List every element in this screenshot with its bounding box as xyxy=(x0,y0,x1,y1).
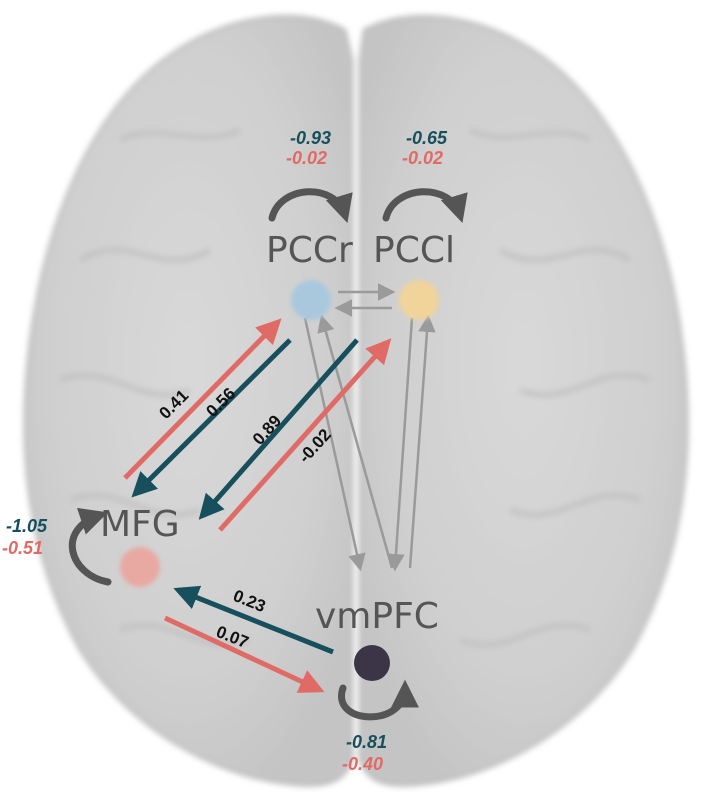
vmpfc-label: vmPFC xyxy=(315,596,439,637)
pccr-self-loop xyxy=(268,188,353,224)
mfg-label: MFG xyxy=(100,504,180,545)
pccr-self-coral-value: -0.02 xyxy=(286,148,327,168)
vmpfc-node xyxy=(354,645,390,681)
pccr-to-mfg-arrow xyxy=(131,338,292,498)
pccr-node xyxy=(291,280,331,320)
pccl-to-mfg-arrow xyxy=(198,338,359,520)
pccr-to-vmpfc-arrow xyxy=(303,317,366,572)
vmpfc-self-coral-value: -0.40 xyxy=(342,754,383,774)
vmpfc-to-mfg-arrow xyxy=(173,585,334,655)
left-hemisphere xyxy=(23,14,354,787)
pccl-self-teal-value: -0.65 xyxy=(406,128,448,148)
vmpfc-self-loop xyxy=(338,679,419,721)
mfg-node xyxy=(120,547,160,587)
mfg-self-loop xyxy=(68,507,112,586)
vmpfc-self-teal-value: -0.81 xyxy=(346,732,387,752)
pccl-label: PCCl xyxy=(373,230,455,271)
significant-connections xyxy=(123,318,392,693)
vmpfc-to-pccl-arrow xyxy=(408,314,436,569)
pccl-to-vmpfc-arrow xyxy=(387,317,414,572)
nodes xyxy=(120,280,439,681)
pccl-self-loop xyxy=(382,188,468,224)
vmpfc-to-pccr-arrow xyxy=(317,314,394,569)
pccr-label: PCCr xyxy=(266,230,353,271)
self-loops xyxy=(68,188,468,721)
gray-connections xyxy=(303,283,436,572)
mfg-to-vmpfc-arrow xyxy=(163,615,325,693)
mfg-to-pccr-arrow xyxy=(123,318,282,480)
mfg-self-coral-value: -0.51 xyxy=(2,538,43,558)
mfg-self-teal-value: -1.05 xyxy=(6,516,48,536)
mfg-to-pccl-arrow xyxy=(218,338,392,532)
pccl-self-coral-value: -0.02 xyxy=(402,148,443,168)
pccl-node xyxy=(399,280,439,320)
pccr-self-teal-value: -0.93 xyxy=(290,128,331,148)
